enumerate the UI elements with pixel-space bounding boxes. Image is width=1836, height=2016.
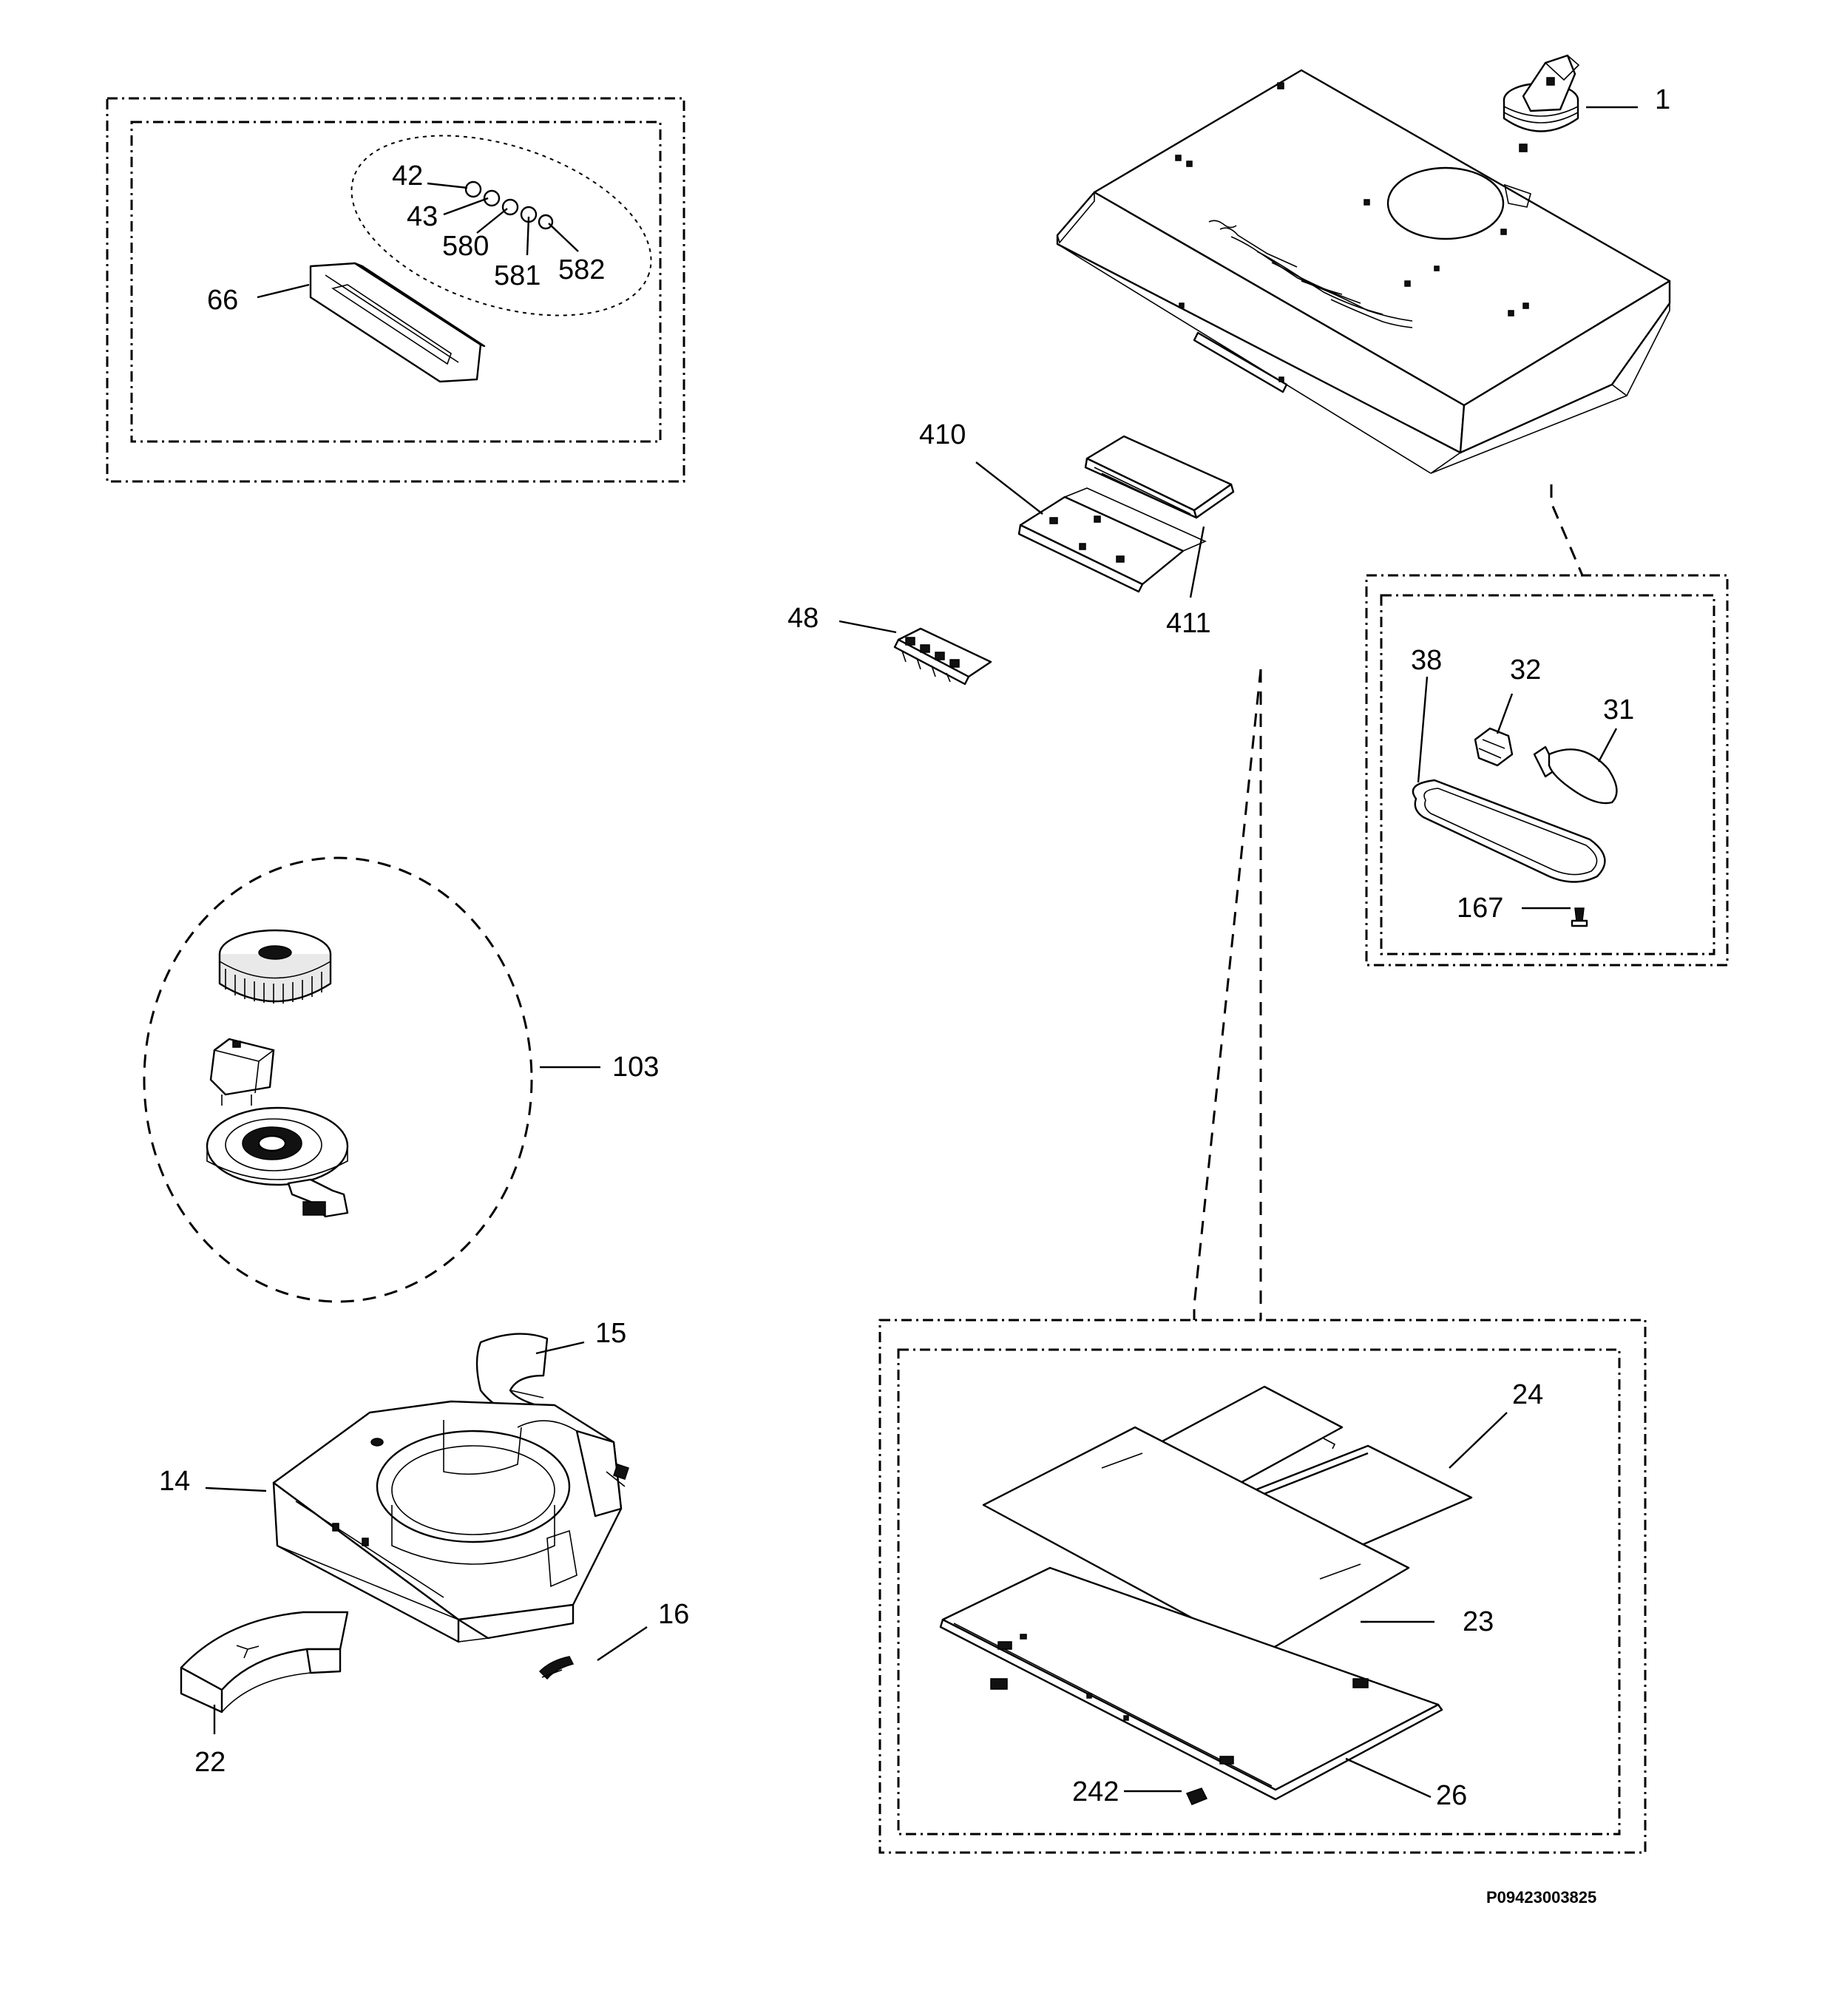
- control-panel-group: [106, 97, 685, 483]
- control-panel-strip: [309, 262, 486, 383]
- paper-filter: [982, 1426, 1410, 1657]
- label-103: 103: [612, 1052, 659, 1083]
- label-leaders: [205, 106, 1638, 1799]
- diagram-code: P09423003825: [1486, 1888, 1596, 1907]
- motor-cap: [1503, 54, 1580, 132]
- label-32: 32: [1510, 654, 1541, 686]
- label-24: 24: [1512, 1379, 1543, 1410]
- label-14: 14: [159, 1466, 190, 1497]
- lamp-group: [1365, 574, 1729, 967]
- label-23: 23: [1463, 1606, 1494, 1637]
- lamp-screw: [1571, 907, 1588, 927]
- label-167: 167: [1457, 893, 1503, 924]
- label-411: 411: [1166, 608, 1211, 639]
- motor-assembly: [143, 856, 533, 1303]
- filter-group: [878, 1319, 1647, 1854]
- label-16: 16: [658, 1599, 689, 1630]
- label-580: 580: [442, 231, 489, 262]
- lamp-bulb: [1533, 745, 1618, 805]
- bottom-panel: [939, 1566, 1443, 1801]
- pcb-box: [1017, 435, 1235, 593]
- label-31: 31: [1603, 694, 1634, 725]
- part-labels: 1 42 43 580 581 582 66 410 411 48 38 32 …: [159, 84, 1670, 1811]
- label-38: 38: [1411, 645, 1442, 676]
- label-48: 48: [787, 603, 819, 634]
- fan-impeller: [218, 929, 332, 1004]
- hood-body: [1056, 69, 1671, 474]
- clip-part: [538, 1656, 575, 1680]
- lamp-cover: [1412, 779, 1606, 883]
- label-582: 582: [558, 254, 605, 285]
- label-1: 1: [1655, 84, 1670, 115]
- label-242: 242: [1072, 1776, 1119, 1807]
- label-22: 22: [194, 1747, 226, 1778]
- label-581: 581: [494, 260, 541, 291]
- label-66: 66: [207, 285, 238, 316]
- group-connectors: [1193, 484, 1584, 1320]
- lamp-holder: [1474, 727, 1514, 767]
- terminal-block: [893, 627, 992, 686]
- label-15: 15: [595, 1318, 626, 1349]
- vent-louvers: [1208, 220, 1413, 328]
- label-26: 26: [1436, 1780, 1467, 1811]
- knob-set-outline: [350, 135, 652, 317]
- fan-housing: [272, 1333, 629, 1643]
- panel-clip: [1185, 1787, 1208, 1805]
- knob-set: [464, 180, 554, 230]
- label-410: 410: [919, 419, 966, 450]
- label-42: 42: [392, 160, 423, 192]
- motor-base: [206, 1106, 349, 1218]
- duct-piece-bottom: [180, 1611, 349, 1714]
- hood-holes: [1175, 82, 1529, 382]
- label-43: 43: [407, 201, 438, 232]
- motor-capacitor: [209, 1038, 275, 1106]
